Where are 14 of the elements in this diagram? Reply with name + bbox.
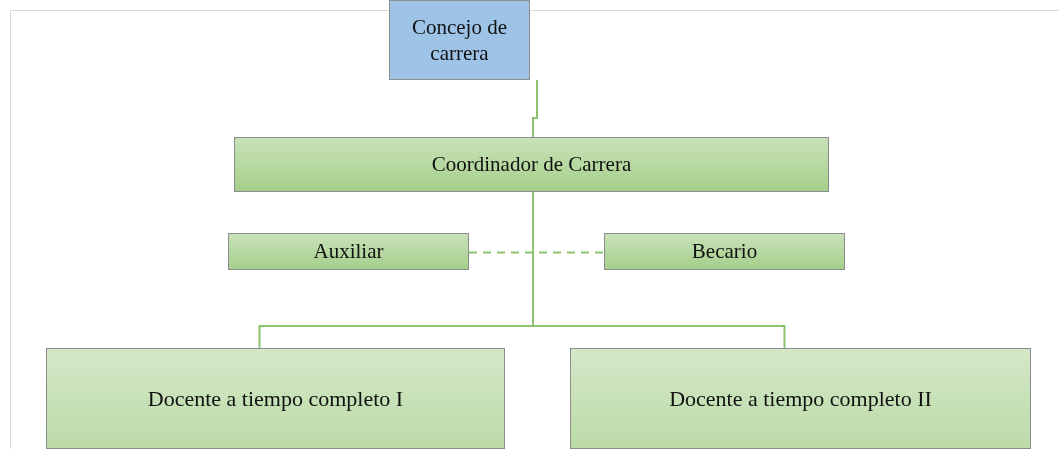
org-box (389, 0, 530, 80)
org-box (228, 233, 469, 270)
box-label: Coordinador de Carrera (431, 151, 632, 178)
connector-line (532, 79, 538, 138)
box-label: Docente a tiempo completo II (669, 384, 932, 413)
org-box (234, 137, 829, 192)
box-label: Becario (691, 238, 758, 265)
org-box (570, 348, 1031, 449)
connector-line (468, 251, 605, 254)
org-box (604, 233, 845, 270)
box-label: Docente a tiempo completo I (147, 384, 404, 413)
org-box (46, 348, 505, 449)
box-label: Concejo de carrera (410, 13, 509, 67)
box-label: Auxiliar (313, 238, 384, 265)
